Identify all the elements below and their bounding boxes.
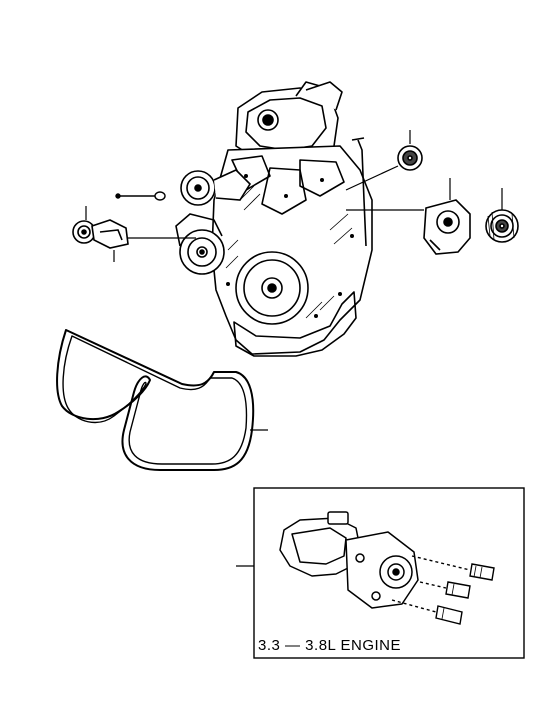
power-steering-pulley <box>180 169 252 206</box>
idler-pulley <box>175 213 225 275</box>
inset-caption: 3.3 — 3.8L ENGINE <box>258 637 401 654</box>
dipstick-tube <box>351 137 367 247</box>
grooved-pulley <box>485 209 519 243</box>
inset-panel: 3.3 — 3.8L ENGINE <box>236 487 525 659</box>
tensioner-bracket <box>423 199 471 255</box>
upper-idler-leader <box>345 165 399 191</box>
inset-tensioner-assembly <box>279 511 419 609</box>
belt-tensioner <box>72 219 129 249</box>
serpentine-belt <box>56 329 255 471</box>
inset-bolt-1 <box>411 555 495 581</box>
upper-idler-pulley <box>397 145 423 171</box>
inset-bolt-2 <box>419 581 471 599</box>
inset-bolt-3 <box>391 599 463 625</box>
crankshaft-pulley <box>235 251 309 325</box>
mounting-bolt <box>115 191 166 201</box>
